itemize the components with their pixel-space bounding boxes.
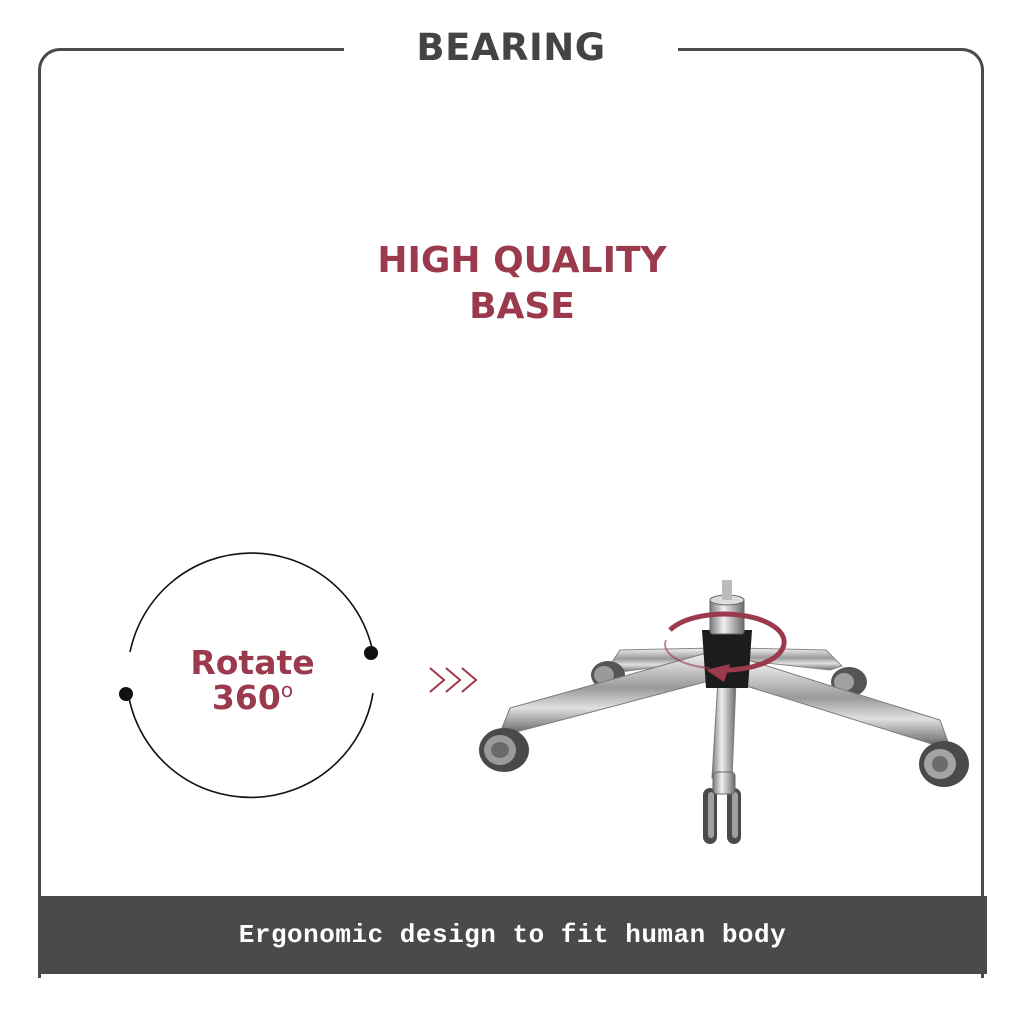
footer-banner: Ergonomic design to fit human body	[38, 896, 987, 974]
rotate-number: 360	[211, 678, 281, 717]
footer-text: Ergonomic design to fit human body	[238, 920, 787, 950]
page-title: BEARING	[416, 26, 606, 69]
double-chevron-right-icon	[429, 667, 478, 693]
rotate-circle-icon	[119, 552, 378, 799]
headline-line-2: BASE	[469, 286, 575, 327]
title-gap	[344, 38, 678, 62]
headline-line-1: HIGH QUALITY	[377, 240, 667, 281]
rotate-word: Rotate	[190, 643, 315, 682]
headline: HIGH QUALITY BASE	[262, 238, 782, 330]
rotate-dot-right	[364, 646, 378, 660]
rotate-label: Rotate 360o	[160, 645, 345, 720]
degree-symbol: o	[280, 678, 294, 702]
rotate-dot-left	[119, 687, 133, 701]
rotate-degrees: 360o	[160, 678, 345, 720]
chair-base-image	[479, 580, 969, 844]
